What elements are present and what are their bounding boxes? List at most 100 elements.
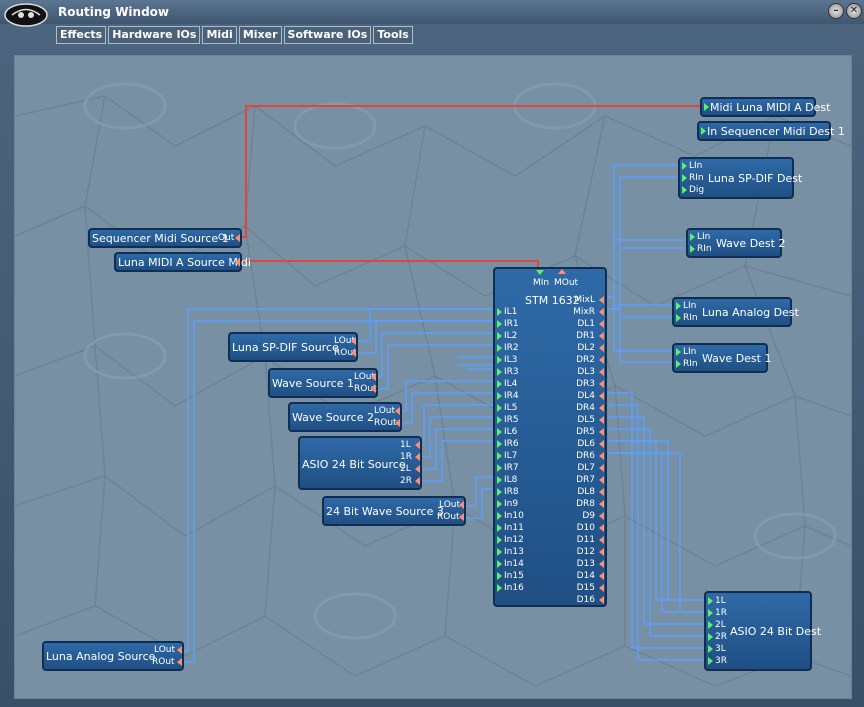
output-port-arrow-icon[interactable]: [599, 380, 604, 388]
input-port-arrow-icon[interactable]: [497, 332, 502, 340]
input-port-arrow-icon[interactable]: [708, 597, 713, 605]
input-port-arrow-icon[interactable]: [497, 452, 502, 460]
input-port-arrow-icon[interactable]: [497, 380, 502, 388]
input-port-arrow-icon[interactable]: [497, 344, 502, 352]
output-port-arrow-icon[interactable]: [599, 332, 604, 340]
output-port-arrow-icon[interactable]: [599, 344, 604, 352]
output-port-arrow-icon[interactable]: [599, 500, 604, 508]
output-port-arrow-icon[interactable]: [599, 584, 604, 592]
input-port-arrow-icon[interactable]: [497, 488, 502, 496]
input-port-arrow-icon[interactable]: [701, 127, 706, 135]
output-port-arrow-icon[interactable]: [599, 308, 604, 316]
output-port-arrow-icon[interactable]: [599, 512, 604, 520]
output-port-arrow-icon[interactable]: [599, 320, 604, 328]
output-port-arrow-icon[interactable]: [177, 658, 182, 666]
luna-midi-source-module[interactable]: Luna MIDI A Source Midi: [114, 252, 251, 272]
output-port-arrow-icon[interactable]: [395, 407, 400, 415]
output-port-arrow-icon[interactable]: [599, 476, 604, 484]
output-port-arrow-icon[interactable]: [459, 501, 464, 509]
menu-software-ios[interactable]: Software IOs: [283, 26, 372, 44]
menu-midi[interactable]: Midi: [202, 26, 237, 44]
output-port-arrow-icon[interactable]: [599, 368, 604, 376]
output-port-arrow-icon[interactable]: [599, 404, 604, 412]
luna-spdif-dest-module[interactable]: LIn RIn Dig Luna SP-DIF Dest: [678, 157, 802, 199]
input-port-arrow-icon[interactable]: [708, 657, 713, 665]
output-port-arrow-icon[interactable]: [177, 646, 182, 654]
input-port-arrow-icon[interactable]: [497, 560, 502, 568]
input-port-arrow-icon[interactable]: [497, 536, 502, 544]
input-port-arrow-icon[interactable]: [708, 609, 713, 617]
input-port-arrow-icon[interactable]: [497, 476, 502, 484]
input-port-arrow-icon[interactable]: [676, 348, 681, 356]
midi-out-port-arrow-icon[interactable]: [558, 269, 566, 274]
wave-dest-1-module[interactable]: LIn RIn Wave Dest 1: [672, 343, 771, 373]
output-port-arrow-icon[interactable]: [235, 234, 240, 242]
input-port-arrow-icon[interactable]: [497, 392, 502, 400]
menu-hardware-ios[interactable]: Hardware IOs: [108, 26, 201, 44]
output-port-arrow-icon[interactable]: [599, 392, 604, 400]
asio-24-bit-source-module[interactable]: ASIO 24 Bit Source 1L 1R 2L 2R: [298, 436, 422, 490]
input-port-arrow-icon[interactable]: [676, 360, 681, 368]
input-port-arrow-icon[interactable]: [497, 512, 502, 520]
input-port-arrow-icon[interactable]: [708, 645, 713, 653]
input-port-arrow-icon[interactable]: [497, 440, 502, 448]
input-port-arrow-icon[interactable]: [682, 186, 687, 194]
output-port-arrow-icon[interactable]: [371, 385, 376, 393]
input-port-arrow-icon[interactable]: [497, 572, 502, 580]
wave-source-3-module[interactable]: 24 Bit Wave Source 3 LOut ROut: [322, 496, 466, 526]
input-port-arrow-icon[interactable]: [497, 368, 502, 376]
asio-24-bit-dest-module[interactable]: 1L 1R 2L 2R 3L 3R ASIO 24 Bit Dest: [704, 591, 821, 671]
output-port-arrow-icon[interactable]: [599, 464, 604, 472]
output-port-arrow-icon[interactable]: [599, 596, 604, 604]
output-port-arrow-icon[interactable]: [351, 349, 356, 357]
sequencer-midi-source-module[interactable]: Sequencer Midi Source 1 Out: [88, 228, 242, 248]
output-port-arrow-icon[interactable]: [415, 465, 420, 473]
wave-source-2-module[interactable]: Wave Source 2 LOut ROut: [288, 402, 402, 432]
input-port-arrow-icon[interactable]: [676, 314, 681, 322]
title-bar[interactable]: Routing Window – ✕: [0, 0, 864, 27]
output-port-arrow-icon[interactable]: [599, 488, 604, 496]
output-port-arrow-icon[interactable]: [599, 536, 604, 544]
input-port-arrow-icon[interactable]: [704, 103, 709, 111]
midi-luna-dest-module[interactable]: Midi Luna MIDI A Dest: [700, 97, 830, 117]
input-port-arrow-icon[interactable]: [497, 584, 502, 592]
luna-spdif-source-module[interactable]: Luna SP-DIF Source LOut ROut: [228, 332, 358, 362]
midi-in-port-arrow-icon[interactable]: [536, 270, 544, 275]
output-port-arrow-icon[interactable]: [415, 441, 420, 449]
menu-mixer[interactable]: Mixer: [238, 26, 282, 44]
output-port-arrow-icon[interactable]: [371, 373, 376, 381]
input-port-arrow-icon[interactable]: [690, 245, 695, 253]
output-port-arrow-icon[interactable]: [599, 572, 604, 580]
wave-dest-2-module[interactable]: LIn RIn Wave Dest 2: [686, 228, 785, 258]
input-port-arrow-icon[interactable]: [708, 621, 713, 629]
output-port-arrow-icon[interactable]: [351, 337, 356, 345]
output-port-arrow-icon[interactable]: [235, 258, 240, 266]
output-port-arrow-icon[interactable]: [599, 356, 604, 364]
output-port-arrow-icon[interactable]: [599, 548, 604, 556]
output-port-arrow-icon[interactable]: [415, 477, 420, 485]
input-port-arrow-icon[interactable]: [497, 464, 502, 472]
input-port-arrow-icon[interactable]: [497, 416, 502, 424]
input-port-arrow-icon[interactable]: [497, 524, 502, 532]
input-port-arrow-icon[interactable]: [497, 548, 502, 556]
luna-analog-source-module[interactable]: Luna Analog Source LOut ROut: [42, 641, 184, 671]
output-port-arrow-icon[interactable]: [415, 453, 420, 461]
output-port-arrow-icon[interactable]: [395, 419, 400, 427]
menu-tools[interactable]: Tools: [373, 26, 413, 44]
close-button[interactable]: ✕: [846, 3, 862, 19]
output-port-arrow-icon[interactable]: [599, 440, 604, 448]
input-port-arrow-icon[interactable]: [497, 320, 502, 328]
input-port-arrow-icon[interactable]: [497, 500, 502, 508]
output-port-arrow-icon[interactable]: [459, 513, 464, 521]
input-port-arrow-icon[interactable]: [497, 404, 502, 412]
output-port-arrow-icon[interactable]: [599, 524, 604, 532]
sequencer-midi-dest-module[interactable]: In Sequencer Midi Dest 1: [697, 121, 845, 141]
menu-effects[interactable]: Effects: [56, 26, 107, 44]
input-port-arrow-icon[interactable]: [690, 233, 695, 241]
output-port-arrow-icon[interactable]: [599, 296, 604, 304]
input-port-arrow-icon[interactable]: [497, 356, 502, 364]
output-port-arrow-icon[interactable]: [599, 560, 604, 568]
input-port-arrow-icon[interactable]: [708, 633, 713, 641]
input-port-arrow-icon[interactable]: [682, 174, 687, 182]
minimize-button[interactable]: –: [828, 3, 844, 19]
